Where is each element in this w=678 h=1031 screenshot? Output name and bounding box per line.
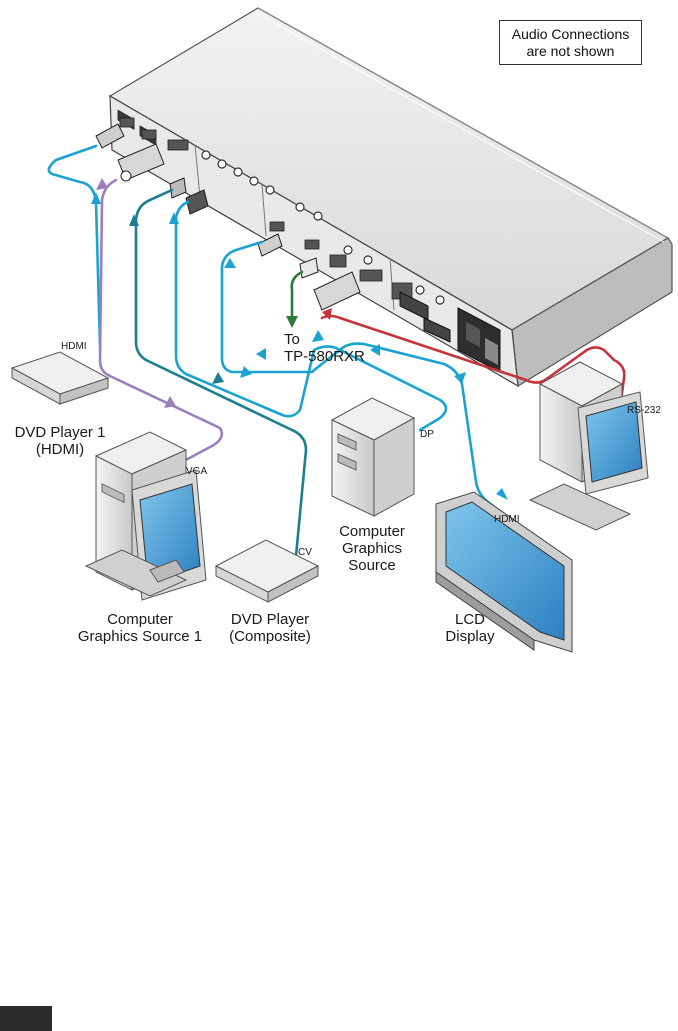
caption-cgs-line3: Source — [348, 557, 396, 574]
label-hdmi-in: HDMI — [61, 341, 87, 352]
cable-hdmi-dvd1 — [47, 144, 102, 348]
computer-graphics-source — [330, 397, 416, 517]
caption-dvd2-line2: (Composite) — [229, 628, 311, 645]
audio-note-line2: are not shown — [526, 42, 615, 59]
dvd-player-composite — [214, 539, 320, 603]
caption-cgs1-line2: Graphics Source 1 — [78, 628, 202, 645]
flow-arrows — [91, 178, 508, 500]
caption-dvd1-line1: DVD Player 1 — [15, 424, 106, 441]
caption-cgs-line1: Computer — [339, 523, 405, 540]
power-socket — [457, 307, 501, 373]
cable-plugs — [95, 123, 361, 311]
caption-cgs1-line1: Computer — [107, 611, 173, 628]
cable-cv — [134, 188, 308, 558]
label-to: To — [284, 331, 300, 348]
audio-note-line1: Audio Connections — [511, 25, 630, 42]
caption-cgs-line2: Graphics — [342, 540, 402, 557]
label-cv: CV — [298, 547, 312, 558]
lcd-display — [435, 491, 573, 653]
audio-note-box: Audio Connections are not shown — [499, 20, 642, 65]
cable-vga — [98, 178, 224, 464]
label-rs232: RS-232 — [627, 405, 661, 416]
control-pc — [528, 361, 649, 531]
caption-dvd1-line2: (HDMI) — [36, 441, 84, 458]
cables — [47, 144, 626, 558]
page-footer-tab — [0, 1006, 52, 1031]
caption-lcd-line1: LCD — [455, 611, 485, 628]
switcher-unit — [108, 7, 673, 388]
cable-tp — [290, 270, 304, 320]
caption-dvd2-line1: DVD Player — [231, 611, 309, 628]
caption-lcd-line2: Display — [445, 628, 495, 645]
label-vga: VGA — [186, 466, 207, 477]
label-tp580rxr: TP-580RXR — [284, 348, 365, 365]
computer-graphics-source-1 — [84, 431, 207, 601]
cable-rs232 — [320, 314, 626, 410]
label-hdmi-out: HDMI — [494, 514, 520, 525]
label-dp: DP — [420, 429, 434, 440]
cable-hdmi-lcd — [220, 240, 508, 518]
dvd-player-1 — [10, 351, 110, 405]
